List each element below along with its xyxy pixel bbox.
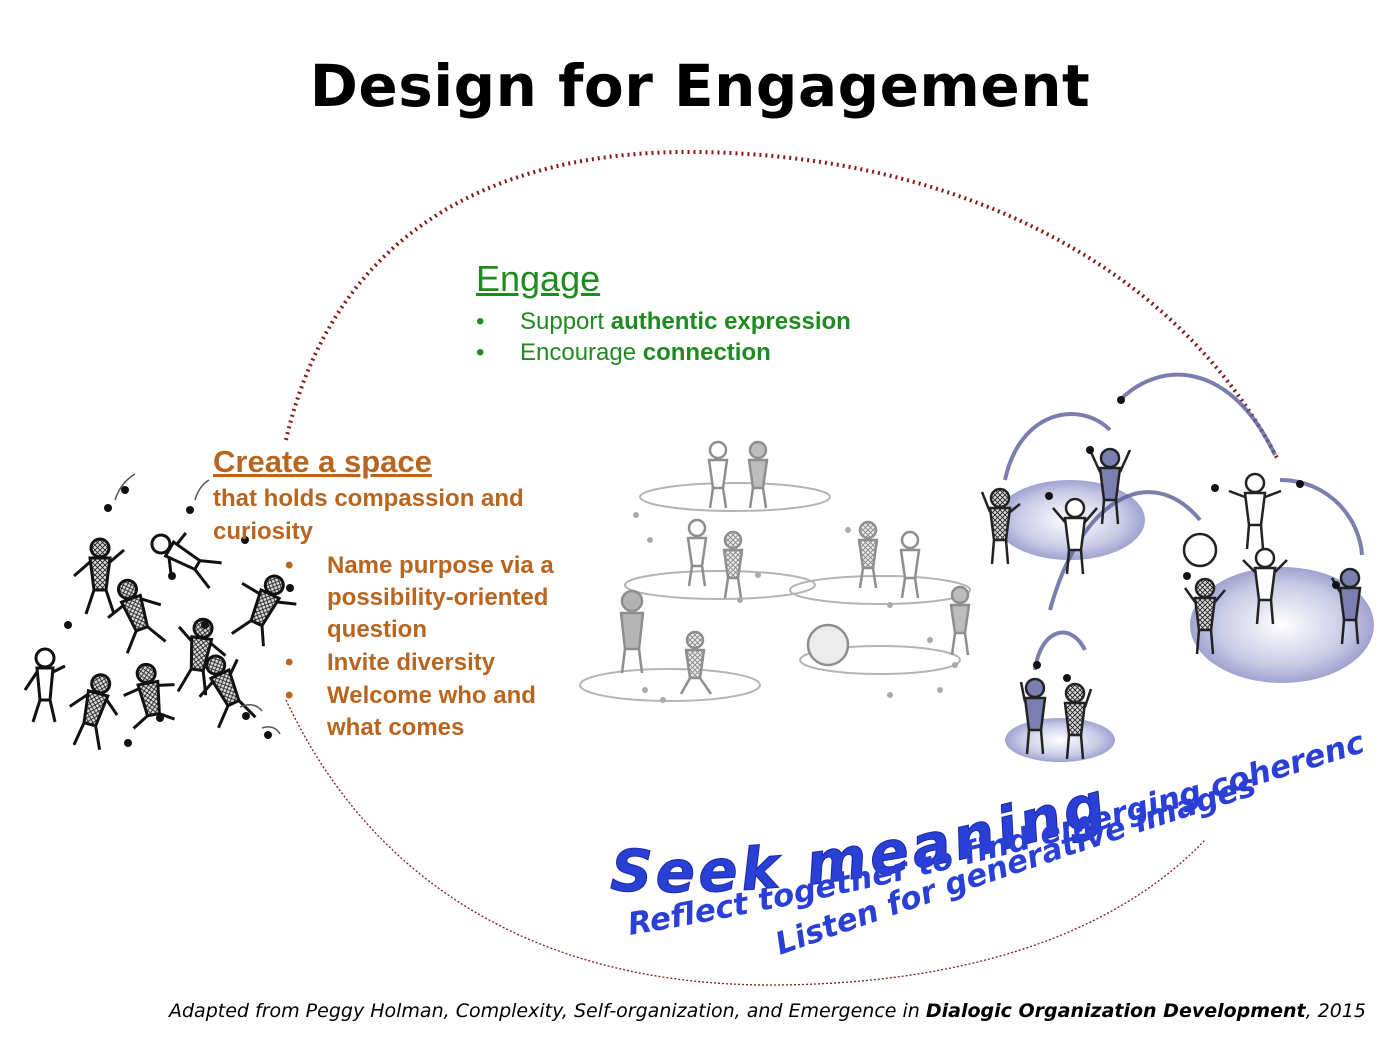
list-item: Support authentic expression [476, 306, 851, 337]
cycle-arc-dotted [284, 149, 1280, 461]
juggling-figures-illustration [980, 372, 1374, 762]
create-space-heading: Create a space [213, 444, 432, 479]
list-item: Welcome who and what comes [285, 680, 585, 744]
list-item: Encourage connection [476, 337, 851, 368]
cycle-arc-thin [285, 699, 1206, 986]
create-space-list: Name purpose via a possibility-oriented … [285, 550, 585, 744]
list-item: Name purpose via a possibility-oriented … [285, 550, 585, 646]
create-space-block: Create a space that holds compassion and… [213, 444, 585, 745]
circle-conversation-figures-illustration [579, 440, 971, 703]
page-title: Design for Engagement [309, 52, 1091, 120]
create-space-subtitle: that holds compassion and curiosity [213, 485, 524, 545]
citation-book: Dialogic Organization Development [925, 1000, 1306, 1022]
seek-meaning-block: Seek meaning Reflect together to find em… [0, 0, 1369, 963]
engage-heading: Engage [476, 258, 601, 299]
chaos-figures-illustration [23, 473, 297, 750]
engage-block: Engage Support authentic expression Enco… [476, 258, 851, 368]
citation: Adapted from Peggy Holman, Complexity, S… [169, 1000, 1366, 1022]
list-item: Invite diversity [285, 647, 585, 679]
engage-list: Support authentic expression Encourage c… [476, 306, 851, 368]
